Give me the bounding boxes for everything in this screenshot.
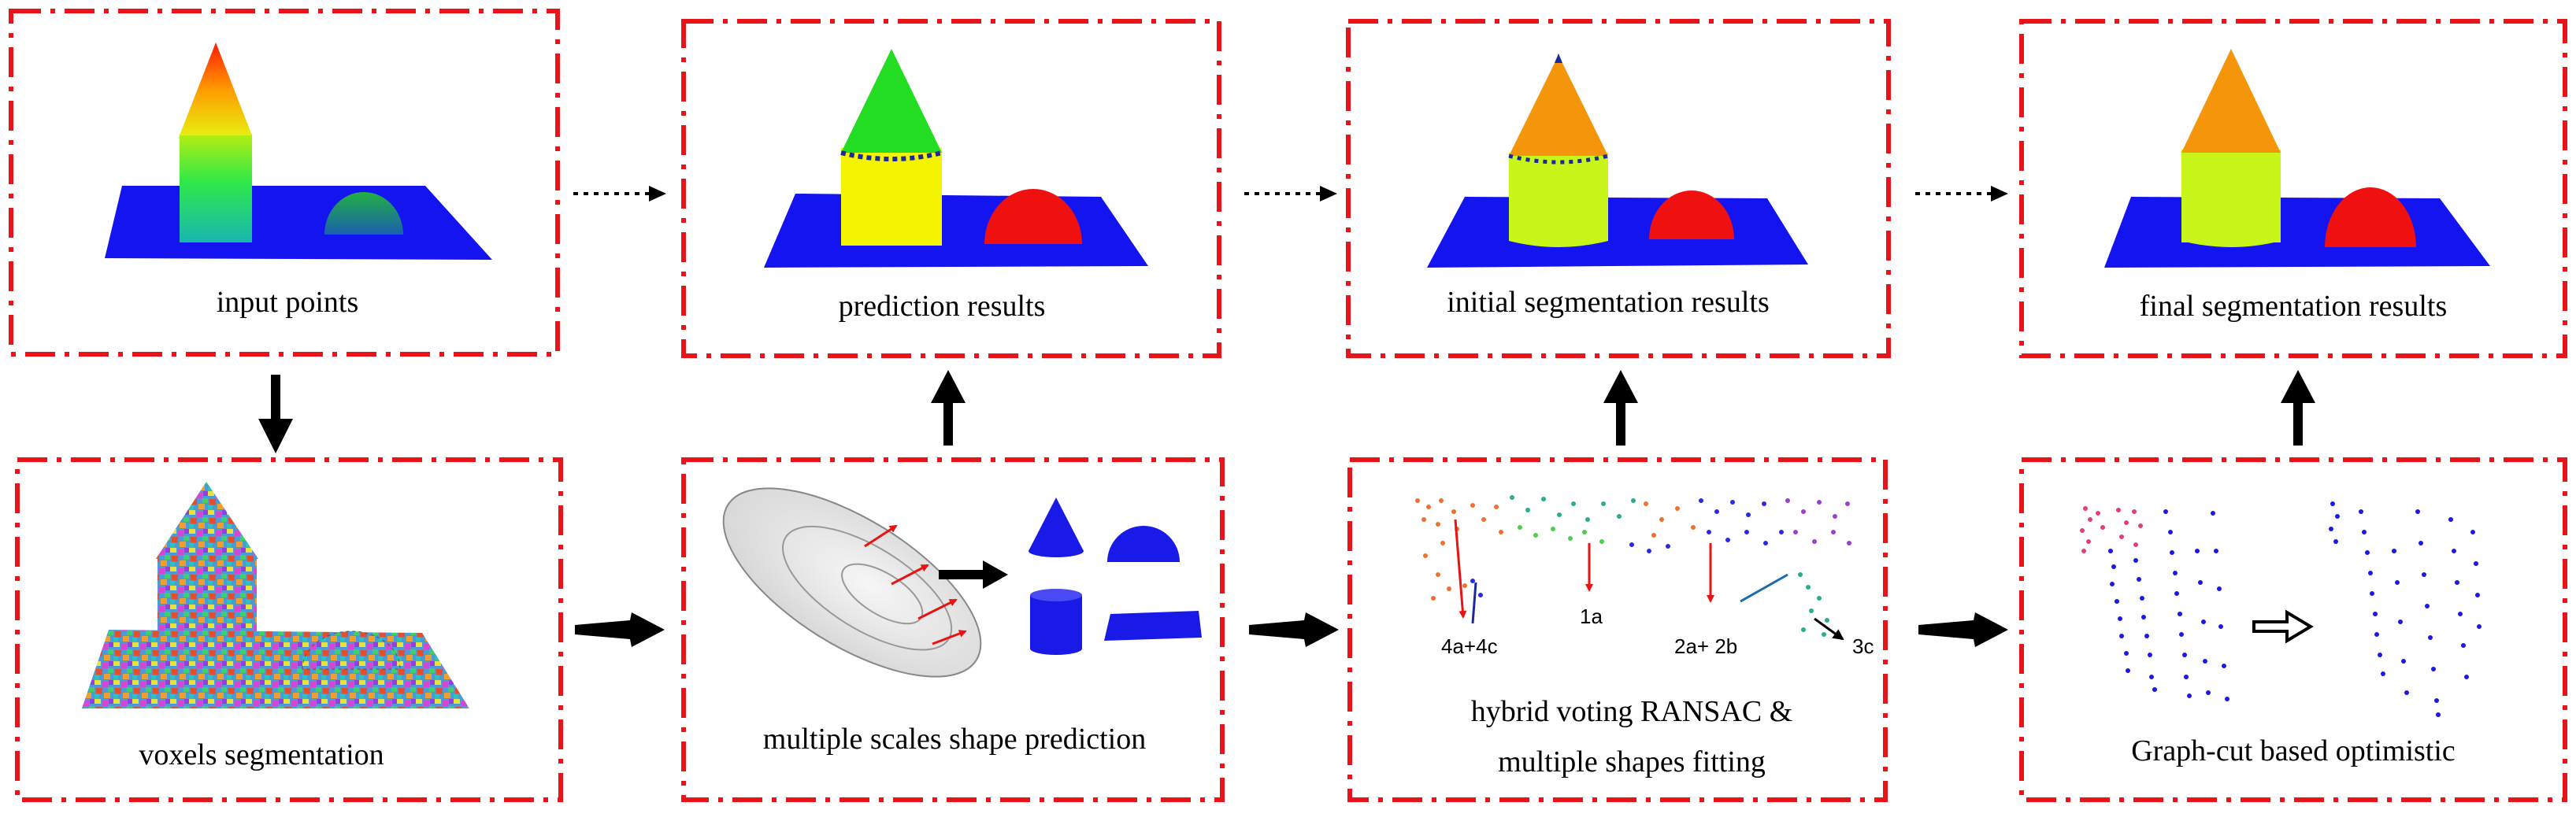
cone	[180, 43, 252, 135]
normal-arrow	[891, 564, 929, 586]
up-arrow	[1603, 370, 1638, 446]
prediction-scene	[764, 49, 1148, 268]
cylinder	[180, 134, 252, 242]
normal-arrow	[932, 630, 967, 645]
cone-prediction	[841, 49, 942, 153]
annotation-4a4c: 4a+4c	[1441, 634, 1498, 658]
cylinder-prediction	[841, 148, 942, 246]
cylinder-primitive	[1030, 595, 1082, 649]
hemisphere-segment	[1649, 190, 1734, 239]
shape-prediction-scene	[722, 487, 1202, 678]
frame-initial-segmentation	[1346, 19, 1891, 358]
residual-arrow-3c	[1814, 617, 1844, 641]
scale-disk	[722, 487, 982, 678]
cylinder-bottom	[1509, 239, 1608, 247]
point-cloud-strip	[1415, 495, 1851, 637]
label-ransac-line1: hybrid voting RANSAC &	[1471, 695, 1793, 728]
residual-arrow-2b	[1740, 573, 1788, 603]
voxel-cylinder	[158, 556, 257, 666]
frame-input-points	[9, 9, 560, 357]
label-shape-prediction: multiple scales shape prediction	[763, 723, 1146, 756]
final-segmentation-scene	[2104, 49, 2490, 268]
residual-arrow-4c	[1471, 582, 1477, 624]
cylinder-final	[2181, 150, 2281, 242]
frame-ransac-fitting	[1347, 457, 1888, 802]
label-voxels-segmentation: voxels segmentation	[139, 738, 384, 771]
hollow-arrow	[2252, 609, 2314, 644]
annotation-1a: 1a	[1580, 605, 1603, 628]
initial-segmentation-scene	[1427, 54, 1808, 268]
voxel-hemisphere	[302, 631, 401, 670]
cylinder-final-bottom	[2181, 236, 2281, 247]
frame-prediction-results	[681, 19, 1221, 358]
label-ransac-line2: multiple shapes fitting	[1498, 745, 1766, 778]
shape-primitives	[1029, 497, 1202, 655]
ground-plane	[764, 194, 1148, 268]
hemisphere	[324, 192, 403, 235]
cone-segment	[1509, 55, 1608, 156]
sphere-primitive	[1107, 526, 1180, 562]
hemisphere-final	[2325, 187, 2416, 247]
frame-voxels-segmentation	[15, 457, 563, 802]
plane-primitive	[1104, 611, 1202, 641]
annotation-3c: 3c	[1852, 634, 1874, 658]
normal-arrow	[864, 524, 898, 548]
down-arrow	[258, 375, 293, 453]
right-arrow	[1918, 612, 2008, 647]
label-final-segmentation: final segmentation results	[2140, 290, 2447, 323]
voxel-plane	[82, 630, 469, 708]
dotted-arrow	[1244, 186, 1337, 202]
graph-cut-scene	[2080, 501, 2481, 717]
ground-plane	[1427, 197, 1808, 268]
label-prediction-results: prediction results	[839, 290, 1046, 323]
voxels-scene	[82, 482, 469, 708]
ground-plane	[2104, 197, 2490, 268]
label-input-points: input points	[217, 286, 359, 319]
right-arrow	[575, 612, 665, 647]
annotation-2a2b: 2a+ 2b	[1674, 634, 1737, 658]
right-arrow	[1249, 612, 1339, 647]
dotted-arrow	[1915, 186, 2008, 202]
ransac-scene: 4a+4c 1a 2a+ 2b 3c	[1415, 495, 1874, 658]
ground-plane	[105, 186, 492, 260]
label-initial-segmentation: initial segmentation results	[1447, 286, 1769, 319]
input-points-scene	[105, 43, 492, 260]
frame-graph-cut	[2019, 457, 2567, 802]
hemisphere-prediction	[984, 189, 1082, 244]
voxel-cone	[156, 482, 258, 559]
residual-arrow-4a	[1454, 519, 1467, 619]
cone-tip-noise	[1555, 54, 1562, 63]
normal-arrow	[917, 598, 958, 620]
frame-final-segmentation	[2019, 19, 2567, 358]
cone-primitive	[1029, 497, 1084, 551]
cone-final	[2181, 49, 2281, 153]
dotted-arrow	[573, 186, 666, 202]
frame-shape-prediction	[681, 457, 1225, 802]
up-arrow	[2281, 370, 2315, 446]
up-arrow	[931, 370, 966, 446]
cone-base-rim	[840, 150, 943, 161]
cone-rim-noise	[1508, 153, 1609, 165]
label-graph-cut: Graph-cut based optimistic	[2131, 734, 2456, 767]
flow-arrow-small	[939, 560, 1008, 589]
cylinder-segment	[1509, 153, 1608, 241]
